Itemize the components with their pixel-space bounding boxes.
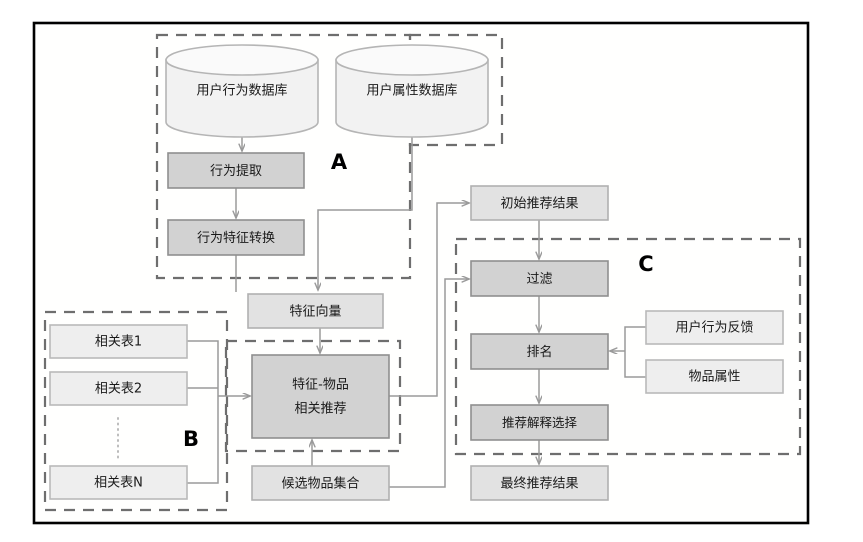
- group-label-b: B: [183, 427, 199, 451]
- connector-recommend-to-initial-result: [389, 203, 469, 397]
- node-user-attribute-db[interactable]: 用户属性数据库: [335, 44, 489, 138]
- connector-feedback-bus: [624, 326, 646, 351]
- node-item-attribute[interactable]: 物品属性: [645, 359, 784, 394]
- connector-item-attribute-bus: [624, 351, 646, 378]
- group-label-c: C: [638, 252, 653, 276]
- connector-related-table-1-bus: [187, 340, 219, 396]
- node-final-recommend-result[interactable]: 最终推荐结果: [470, 465, 609, 501]
- node-behavior-feature-transform[interactable]: 行为特征转换: [167, 219, 305, 256]
- group-c-boundary: [454, 237, 802, 456]
- node-feature-item-recommend[interactable]: 特征-物品 相关推荐: [251, 354, 390, 439]
- node-ranking[interactable]: 排名: [470, 333, 609, 370]
- node-candidate-item-set[interactable]: 候选物品集合: [251, 465, 390, 501]
- node-feature-vector[interactable]: 特征向量: [247, 293, 384, 329]
- node-behavior-extraction[interactable]: 行为提取: [167, 152, 305, 189]
- node-recommend-explain-select[interactable]: 推荐解释选择: [470, 404, 609, 441]
- node-initial-recommend-result[interactable]: 初始推荐结果: [470, 185, 609, 221]
- connector-attribute-db-to-feature-vector: [318, 137, 413, 290]
- connector-candidate-to-filter: [389, 279, 469, 488]
- node-related-table-n[interactable]: 相关表N: [49, 465, 188, 500]
- node-user-behavior-db[interactable]: 用户行为数据库: [165, 44, 319, 138]
- connector-related-table-n-bus: [187, 396, 219, 484]
- node-filter[interactable]: 过滤: [470, 260, 609, 297]
- node-user-behavior-feedback[interactable]: 用户行为反馈: [645, 310, 784, 345]
- group-label-a: A: [331, 150, 348, 174]
- node-related-table-2[interactable]: 相关表2: [49, 371, 188, 406]
- node-related-table-1[interactable]: 相关表1: [49, 324, 188, 359]
